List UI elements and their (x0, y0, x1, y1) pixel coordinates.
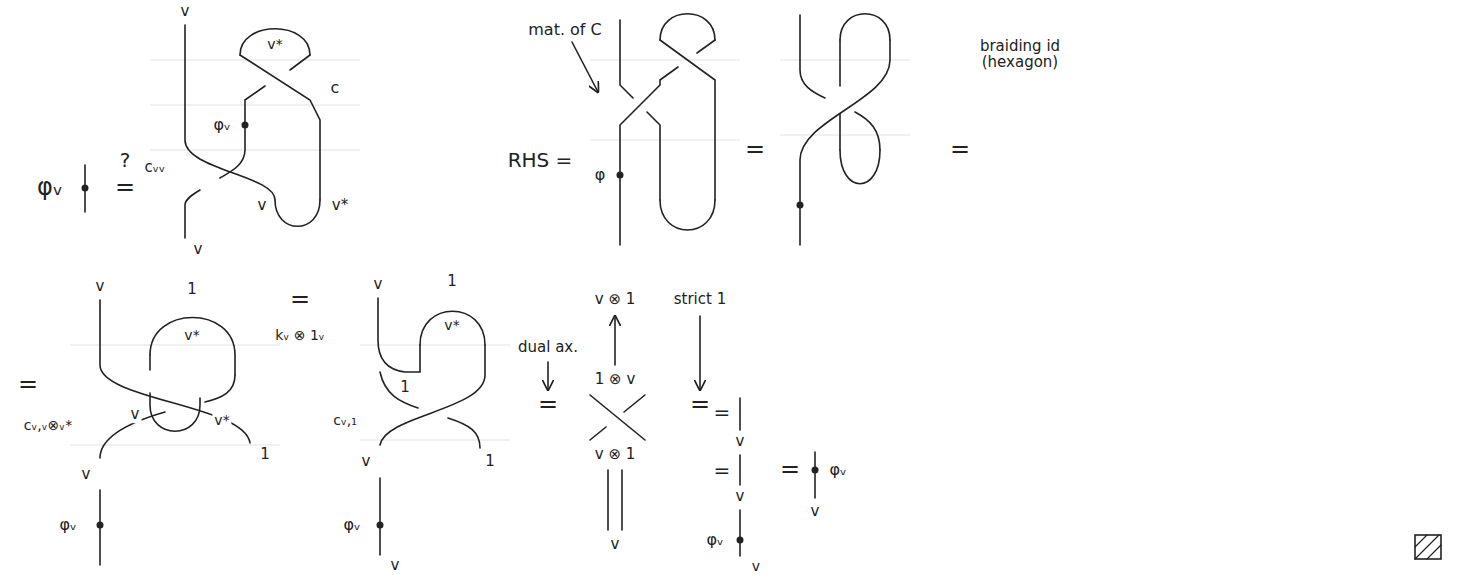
math-label: 1 (445, 274, 459, 290)
math-label: = (712, 402, 733, 423)
strands (85, 14, 1441, 565)
math-label: 1 (398, 380, 412, 396)
math-label: 1 (258, 447, 272, 463)
math-label: v (809, 504, 822, 520)
math-label: v (94, 279, 107, 295)
math-label: = (16, 372, 40, 397)
math-label: RHS = (506, 150, 575, 171)
math-label: 1 (185, 282, 199, 298)
math-label: kᵥ ⊗ 1ᵥ (273, 328, 326, 343)
math-label: 1 ⊗ v (593, 372, 638, 388)
math-label: = (113, 175, 137, 200)
math-label: v (80, 467, 93, 483)
math-label: = (288, 287, 312, 312)
math-label: = (948, 137, 972, 162)
math-label: v (360, 454, 373, 470)
math-label: mat. of C (526, 22, 604, 39)
math-label: c (329, 80, 342, 97)
math-label: v* (182, 328, 201, 343)
math-label: = (778, 457, 802, 482)
math-label: φᵥ (211, 117, 232, 134)
math-label: v (256, 198, 269, 214)
math-label: ? (118, 150, 133, 171)
ruled-lines (70, 60, 910, 445)
math-label: v (609, 537, 622, 553)
math-label: v (179, 4, 192, 20)
math-label: v (750, 559, 762, 574)
math-label: v (192, 242, 205, 258)
math-label: v* (212, 413, 231, 428)
math-label: cᵥ,₁ (331, 413, 359, 428)
math-label: = (536, 392, 560, 417)
math-label: v (372, 277, 385, 293)
math-label: φᵥ (57, 517, 78, 534)
math-label: v (734, 434, 747, 450)
math-label: v (389, 558, 402, 574)
math-label: v ⊗ 1 (593, 292, 638, 308)
math-label: v (734, 489, 747, 505)
math-label: = (688, 392, 712, 417)
math-label: cᵥ,ᵥ⊗ᵥ* (22, 418, 74, 433)
math-label: strict 1 (672, 292, 728, 308)
math-label: φᵥ (35, 175, 65, 200)
math-label: = (743, 137, 767, 162)
math-label: v* (330, 198, 350, 214)
math-label: φᵥ (704, 532, 725, 549)
math-label: = (712, 460, 733, 481)
math-label: v* (442, 318, 461, 333)
math-label: φᵥ (827, 462, 848, 479)
math-label: cᵥᵥ (143, 160, 168, 176)
math-label: dual ax. (516, 340, 580, 356)
math-label: v (129, 407, 142, 423)
math-label: φ (593, 167, 608, 184)
math-label: φᵥ (341, 517, 362, 534)
math-label: v* (265, 37, 284, 52)
math-label: 1 (483, 454, 497, 470)
math-label: braiding id (hexagon) (963, 39, 1077, 71)
math-label: v ⊗ 1 (593, 447, 638, 463)
morphism-dots (82, 122, 819, 544)
